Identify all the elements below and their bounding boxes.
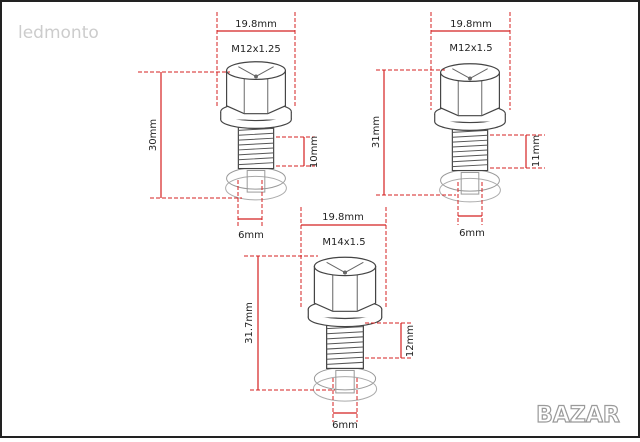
bolt-b-thread-label: M12x1.5 (449, 43, 492, 54)
bazar-logo: BAZAR (536, 403, 620, 428)
bolt-c-length-label: 31.7mm (244, 302, 255, 344)
bolt-a-drawing (220, 61, 292, 201)
bolt-a: 19.8mm M12x1.25 30mm 10mm 6mm (138, 12, 320, 241)
bolt-b-thread-length-label: 11mm (531, 135, 542, 167)
bolt-c-shaft-label: 6mm (332, 420, 358, 431)
bolt-a-shaft-label: 6mm (238, 230, 264, 241)
bolt-c-width-label: 19.8mm (322, 212, 364, 223)
bolt-b-width-label: 19.8mm (450, 19, 492, 30)
bolt-a-length-label: 30mm (148, 119, 159, 151)
watermark-text: ledmonto (18, 23, 99, 43)
bolt-c-thread-label: M14x1.5 (322, 237, 365, 248)
bolt-c: 19.8mm M14x1.5 31.7mm 12mm 6mm (244, 207, 416, 431)
bolt-a-thread-label: M12x1.25 (231, 44, 281, 55)
bolt-b-drawing (434, 63, 506, 203)
bolt-a-width-label: 19.8mm (235, 19, 277, 30)
bolt-b: 19.8mm M12x1.5 31mm 11mm 6mm (371, 12, 545, 239)
bolt-c-thread-length-label: 12mm (405, 325, 416, 357)
bolt-c-drawing (307, 256, 383, 402)
bolt-b-length-label: 31mm (371, 116, 382, 148)
bolt-b-shaft-label: 6mm (459, 228, 485, 239)
bolt-a-thread-length-label: 10mm (309, 136, 320, 168)
